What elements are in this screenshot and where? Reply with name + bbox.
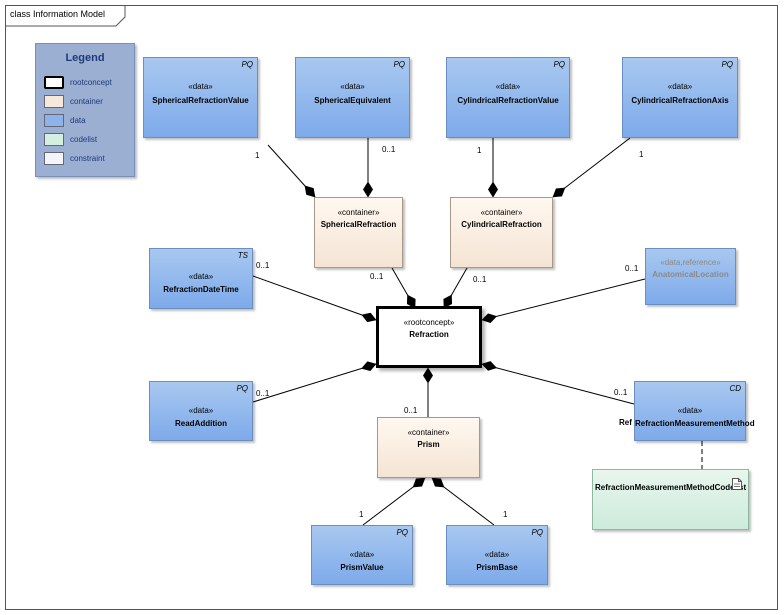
link-cra-cr (552, 137, 631, 198)
legend-title: Legend (65, 52, 105, 64)
class-name: PrismBase (476, 563, 518, 572)
type-tag: PQ (241, 60, 253, 69)
link-pb-prism (431, 477, 495, 526)
type-tag: TS (237, 251, 248, 260)
class-name: CylindricalRefraction (461, 220, 542, 229)
class-name: SphericalRefraction (320, 220, 397, 229)
multiplicity-spherical-refraction-value: 1 (255, 151, 260, 160)
link-cr-root (443, 267, 468, 309)
stereotype-label: «data» (340, 82, 365, 91)
class-name: Prism (417, 440, 440, 449)
stereotype-label: «container» (480, 208, 523, 217)
link-al-root (481, 278, 646, 324)
link-sr-root (391, 267, 416, 309)
multiplicity-read-addition: 0..1 (256, 389, 270, 398)
stereotype-label: «data» (188, 406, 214, 415)
stereotype-label: «data» (667, 82, 693, 91)
class-name: CylindricalRefractionAxis (631, 96, 729, 105)
diagram-frame (5, 5, 778, 610)
legend-swatch-rootconcept (44, 76, 64, 89)
multiplicity-refraction-date-time: 0..1 (256, 261, 270, 270)
multiplicity-spherical-refraction: 0..1 (370, 272, 384, 281)
type-tag: PQ (721, 60, 733, 69)
stereotype-label: «data» (677, 406, 703, 415)
legend-label-constraint: constraint (70, 154, 105, 163)
multiplicity-cylindrical-refraction-axis: 1 (639, 150, 644, 159)
legend-label-codelist: codelist (70, 135, 98, 144)
legend-item-data: data (44, 114, 134, 128)
frame-label: class Information Model (10, 9, 106, 19)
class-spherical-refraction[interactable]: «container» SphericalRefraction (314, 197, 403, 268)
multiplicity-cylindrical-refraction: 0..1 (473, 275, 487, 284)
legend-swatch-container (44, 95, 64, 108)
class-cylindrical-refraction[interactable]: «container» CylindricalRefraction (450, 197, 553, 268)
legend-swatch-constraint (44, 152, 64, 165)
class-spherical-refraction-value[interactable]: PQ «data» SphericalRefractionValue (143, 57, 258, 138)
class-refraction-date-time[interactable]: TS «data» RefractionDateTime (149, 248, 253, 309)
type-tag: PQ (396, 528, 408, 537)
class-name: AnatomicalLocation (652, 270, 729, 279)
legend-item-codelist: codelist (44, 133, 134, 147)
class-prism-value[interactable]: PQ «data» PrismValue (311, 525, 413, 585)
legend-item-rootconcept: rootconcept (44, 76, 134, 90)
class-name: SphericalEquivalent (314, 96, 391, 105)
class-refraction[interactable]: «rootconcept» Refraction (376, 306, 482, 368)
multiplicity-refraction-measurement-method: 0..1 (614, 388, 628, 397)
multiplicity-spherical-equivalent: 0..1 (382, 145, 396, 154)
document-icon (732, 478, 742, 490)
class-name: RefractionMeasurementMethod (635, 419, 755, 428)
class-anatomical-location[interactable]: «data,reference» AnatomicalLocation (645, 248, 736, 305)
legend-swatch-codelist (44, 133, 64, 146)
legend-label-rootconcept: rootconcept (70, 78, 112, 87)
link-pv-prism (362, 477, 426, 526)
legend-swatch-data (44, 114, 64, 127)
stereotype-label: «container» (337, 208, 380, 217)
legend: Legend rootconcept container data codeli… (35, 43, 135, 177)
class-prism[interactable]: «container» Prism (377, 417, 480, 478)
class-read-addition[interactable]: PQ «data» ReadAddition (149, 381, 253, 441)
type-tag: PQ (236, 384, 248, 393)
truncated-role-label: Ref (619, 418, 632, 427)
class-prism-base[interactable]: PQ «data» PrismBase (446, 525, 548, 585)
type-tag: PQ (393, 60, 405, 69)
stereotype-label: «data,reference» (660, 258, 721, 267)
class-name: RefractionMeasurementMethodCodelist (595, 483, 747, 492)
stereotype-label: «data» (495, 82, 521, 91)
stereotype-label: «data» (188, 272, 214, 281)
legend-item-container: container (44, 95, 134, 109)
type-tag: CD (729, 384, 741, 393)
multiplicity-prism: 0..1 (404, 406, 418, 415)
link-ra-root (252, 361, 377, 403)
stereotype-label: «data» (484, 550, 510, 559)
link-rdt-root (252, 275, 377, 323)
multiplicity-cylindrical-refraction-value: 1 (477, 146, 482, 155)
class-name: PrismValue (340, 563, 384, 572)
legend-label-container: container (70, 97, 103, 106)
multiplicity-prism-value: 1 (359, 510, 364, 519)
multiplicity-anatomical-location: 0..1 (625, 264, 639, 273)
class-cylindrical-refraction-value[interactable]: PQ «data» CylindricalRefractionValue (446, 57, 570, 138)
class-name: Refraction (409, 330, 449, 339)
class-refraction-measurement-method-codelist[interactable]: RefractionMeasurementMethodCodelist (592, 469, 749, 530)
class-name: SphericalRefractionValue (152, 96, 249, 105)
link-srv-sr (267, 144, 316, 198)
stereotype-label: «rootconcept» (403, 318, 455, 327)
class-name: CylindricalRefractionValue (457, 96, 559, 105)
type-tag: PQ (553, 60, 565, 69)
multiplicity-prism-base: 1 (503, 510, 508, 519)
class-spherical-equivalent[interactable]: PQ «data» SphericalEquivalent (295, 57, 410, 138)
class-name: RefractionDateTime (163, 285, 239, 294)
legend-item-constraint: constraint (44, 152, 134, 166)
class-name: ReadAddition (175, 419, 227, 428)
link-rmm-root (481, 361, 635, 405)
stereotype-label: «data» (188, 82, 213, 91)
legend-label-data: data (70, 116, 86, 125)
type-tag: PQ (531, 528, 543, 537)
stereotype-label: «data» (349, 550, 375, 559)
stereotype-label: «container» (407, 428, 450, 437)
class-cylindrical-refraction-axis[interactable]: PQ «data» CylindricalRefractionAxis (622, 57, 738, 138)
class-refraction-measurement-method[interactable]: CD «data» RefractionMeasurementMethod (634, 381, 755, 441)
